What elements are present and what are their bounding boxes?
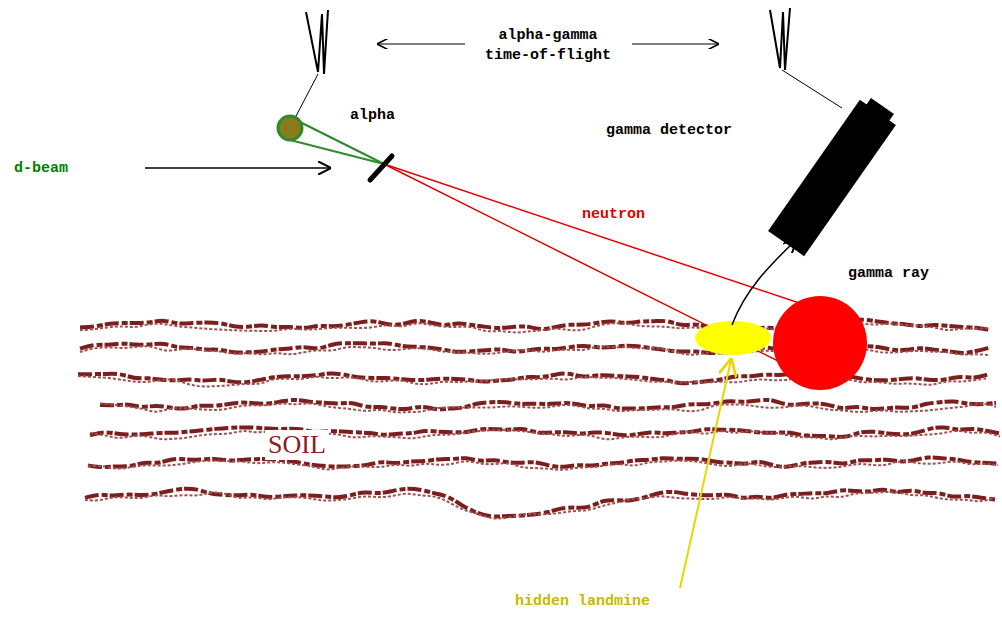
beam-arrow xyxy=(145,167,330,169)
gamma-ray-arrow xyxy=(732,240,796,325)
soil-stroke xyxy=(90,430,1000,439)
tof-arrow xyxy=(378,43,465,44)
pulse-signal xyxy=(306,10,328,74)
alpha-cone xyxy=(290,117,384,164)
soil-stroke xyxy=(90,427,1000,437)
soil-label: SOIL xyxy=(265,430,329,460)
landmine-pointer xyxy=(680,360,731,588)
soil-stroke xyxy=(88,458,998,468)
beam-label: d-beam xyxy=(14,159,68,179)
part-label: alpha xyxy=(350,106,395,126)
tof-arrow xyxy=(632,43,718,44)
signal-wire xyxy=(295,74,318,118)
soil-stroke xyxy=(85,492,995,519)
part-label: gamma detector xyxy=(606,121,732,141)
target xyxy=(370,156,392,180)
alpha-cone xyxy=(290,140,384,164)
soil-stroke xyxy=(88,461,998,470)
ray-label: gamma ray xyxy=(848,264,929,284)
timing-label: alpha-gamma time-of-flight xyxy=(478,26,618,66)
neutron-ray xyxy=(384,164,832,314)
pulse-signal xyxy=(770,8,790,70)
ray-label: neutron xyxy=(582,205,645,225)
landmine xyxy=(695,321,771,355)
soil-stroke xyxy=(100,403,996,412)
part-label: hidden landmine xyxy=(515,592,650,612)
soil-object xyxy=(773,296,867,390)
signal-wire xyxy=(782,70,842,108)
gamma-detector xyxy=(768,93,900,256)
alpha-detector xyxy=(278,116,302,140)
neutron-ray xyxy=(384,164,800,372)
